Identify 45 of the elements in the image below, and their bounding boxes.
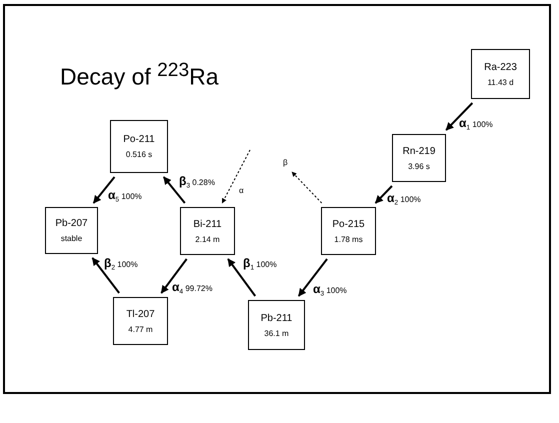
nuclide-box	[45, 207, 98, 254]
nuclide-box	[113, 297, 168, 345]
edge-label: β	[282, 158, 289, 167]
decay-arrow	[227, 258, 256, 297]
nuclide-box	[248, 300, 305, 350]
dashed-arrow	[292, 172, 322, 204]
nuclide-name: Po-211	[123, 134, 155, 145]
decay-arrow	[445, 102, 474, 131]
nuclide-box	[110, 120, 168, 173]
edge-label: α$_{3}$ 100%	[312, 282, 348, 298]
half-life: 11.43 d	[487, 78, 514, 86]
dashed-arrow	[222, 150, 250, 204]
nuclide-name: Po-215	[332, 218, 365, 230]
edge-label: β$_{3}$ 0.28%	[178, 174, 216, 190]
nuclide-name: Rn-219	[402, 146, 436, 156]
nuclide-name: Bi-211	[193, 218, 222, 230]
half-life: 2.14 m	[195, 234, 220, 244]
edge-label: α$_{5}$ 100%	[107, 188, 143, 204]
nuclide-box	[180, 207, 235, 255]
nuclide-name: Pb-211	[260, 312, 292, 324]
nuclide-box	[392, 134, 446, 182]
nuclide-box	[471, 49, 530, 99]
half-life: 0.516 s	[126, 150, 152, 159]
half-life: 3.96 s	[408, 162, 430, 170]
edge-label: α$_{4}$ 99.72%	[171, 280, 214, 296]
half-life: 4.77 m	[128, 324, 153, 334]
decay-arrow	[374, 185, 393, 204]
decay-arrow	[92, 176, 116, 204]
decay-arrow	[162, 176, 186, 204]
nuclide-name: Ra-223	[484, 62, 517, 72]
edge-label: α	[238, 186, 245, 195]
half-life: stable	[60, 234, 82, 243]
decay-arrow	[298, 258, 328, 297]
edge-label: β$_{2}$ 100%	[103, 256, 139, 272]
decay-arrow	[92, 257, 120, 294]
half-life: 36.1 m	[264, 328, 289, 338]
decay-arrow	[160, 258, 188, 294]
slide-title: Decay of $^{223}$Ra	[60, 60, 219, 91]
nuclide-box	[321, 207, 376, 255]
edge-label: α$_{2}$ 100%	[386, 191, 422, 207]
nuclide-name: Tl-207	[126, 308, 155, 320]
edge-label: α$_{1}$ 100%	[458, 116, 494, 132]
edge-label: β$_{1}$ 100%	[242, 256, 278, 272]
nuclide-name: Pb-207	[55, 218, 88, 229]
half-life: 1.78 ms	[334, 234, 363, 244]
